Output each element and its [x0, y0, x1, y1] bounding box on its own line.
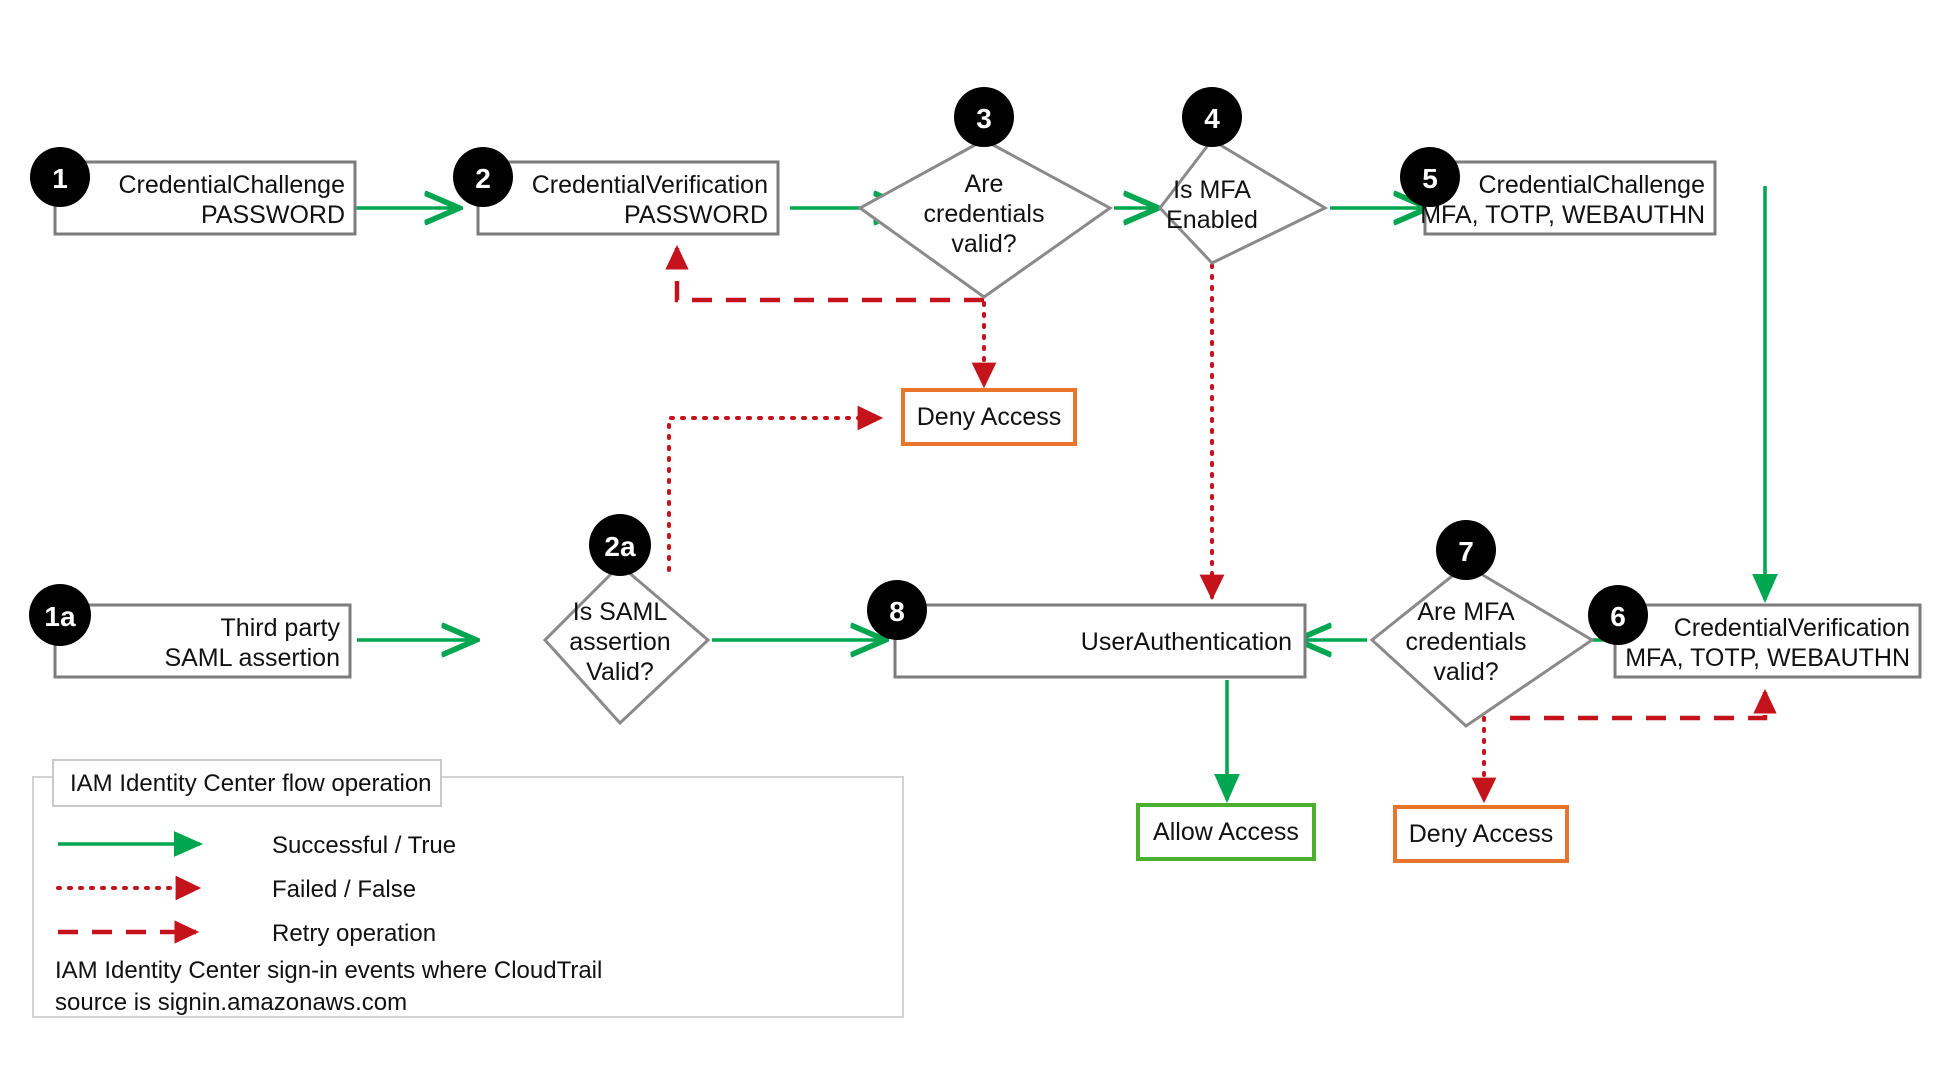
decision-3-line3: valid?	[951, 230, 1016, 258]
node-5-line2: MFA, TOTP, WEBAUTHN	[1420, 201, 1705, 229]
badge-1a-text: 1a	[44, 601, 76, 632]
node-1-credential-challenge-password[interactable]: CredentialChallenge PASSWORD 1	[30, 147, 357, 236]
badge-4-text: 4	[1204, 103, 1220, 134]
badge-6-text: 6	[1610, 601, 1626, 632]
decision-7-are-mfa-credentials-valid[interactable]: Are MFA credentials valid? 7	[1369, 520, 1595, 728]
node-1-line2: PASSWORD	[201, 201, 345, 229]
legend-note-line2: source is signin.amazonaws.com	[55, 989, 407, 1016]
decision-2a-line3: Valid?	[586, 658, 654, 686]
badge-1-text: 1	[52, 163, 68, 194]
decision-7-line2: credentials	[1406, 628, 1527, 656]
decision-2a-line1: Is SAML	[573, 598, 668, 626]
legend-title-box	[52, 759, 442, 807]
deny-access-top[interactable]: Deny Access	[901, 388, 1077, 446]
decision-4-line2: Enabled	[1166, 206, 1258, 234]
decision-7-line3: valid?	[1433, 658, 1498, 686]
badge-3-text: 3	[976, 103, 992, 134]
node-6-credential-verification-mfa[interactable]: CredentialVerification MFA, TOTP, WEBAUT…	[1588, 585, 1922, 679]
badge-2	[453, 147, 513, 207]
badge-3	[954, 87, 1014, 147]
node-1a-line2: SAML assertion	[164, 644, 340, 672]
edge-7-retry-to-6	[1510, 688, 1777, 721]
decision-3-are-credentials-valid[interactable]: Are credentials valid? 3	[857, 87, 1113, 299]
node-5-line1: CredentialChallenge	[1478, 171, 1705, 199]
badge-5	[1400, 147, 1460, 207]
badge-7-text: 7	[1458, 536, 1474, 567]
decision-2a-line2: assertion	[569, 628, 670, 656]
node-8-user-authentication[interactable]: UserAuthentication 8	[867, 580, 1307, 679]
node-1a-third-party-saml-assertion[interactable]: Third party SAML assertion 1a	[29, 584, 352, 679]
badge-1a	[29, 584, 91, 646]
badge-7	[1436, 520, 1496, 580]
decision-4-is-mfa-enabled[interactable]: Is MFA Enabled 4	[1158, 87, 1329, 265]
node-8-line1: UserAuthentication	[1081, 628, 1292, 656]
badge-1	[30, 147, 90, 207]
decision-2a-is-saml-assertion-valid[interactable]: Is SAML assertion Valid? 2a	[542, 514, 711, 726]
badge-2-text: 2	[475, 163, 491, 194]
allow-access[interactable]: Allow Access	[1136, 803, 1316, 861]
node-5-credential-challenge-mfa[interactable]: CredentialChallenge MFA, TOTP, WEBAUTHN …	[1400, 147, 1717, 236]
node-1-line1: CredentialChallenge	[118, 171, 345, 199]
legend-note-line1: IAM Identity Center sign-in events where…	[55, 957, 602, 984]
badge-2a	[589, 514, 651, 576]
decision-3-line2: credentials	[924, 200, 1045, 228]
legend-label-retry: Retry operation	[272, 920, 436, 947]
badge-8	[867, 580, 927, 640]
node-2-line2: PASSWORD	[624, 201, 768, 229]
deny-access-bottom[interactable]: Deny Access	[1393, 805, 1569, 863]
allow-access-label: Allow Access	[1153, 818, 1299, 846]
node-6-line2: MFA, TOTP, WEBAUTHN	[1625, 644, 1910, 672]
deny-access-top-label: Deny Access	[917, 403, 1062, 431]
legend-label-failed: Failed / False	[272, 876, 416, 903]
badge-4	[1182, 87, 1242, 147]
node-2-credential-verification-password[interactable]: CredentialVerification PASSWORD 2	[453, 147, 780, 236]
edge-3-retry-to-2	[665, 244, 984, 303]
decision-7-line1: Are MFA	[1417, 598, 1515, 626]
legend-label-success: Successful / True	[272, 832, 456, 859]
deny-access-bottom-label: Deny Access	[1409, 820, 1554, 848]
legend-title: IAM Identity Center flow operation	[70, 770, 432, 797]
edge-2a-failed-to-deny	[667, 405, 884, 572]
badge-5-text: 5	[1422, 163, 1438, 194]
decision-3-line1: Are	[965, 170, 1004, 198]
node-1a-line1: Third party	[221, 614, 341, 642]
badge-2a-text: 2a	[604, 531, 636, 562]
legend: IAM Identity Center flow operation Succe…	[32, 759, 904, 1018]
node-2-line1: CredentialVerification	[532, 171, 768, 199]
node-6-line1: CredentialVerification	[1674, 614, 1910, 642]
decision-4-line1: Is MFA	[1173, 176, 1251, 204]
badge-8-text: 8	[889, 596, 905, 627]
badge-6	[1588, 585, 1648, 645]
